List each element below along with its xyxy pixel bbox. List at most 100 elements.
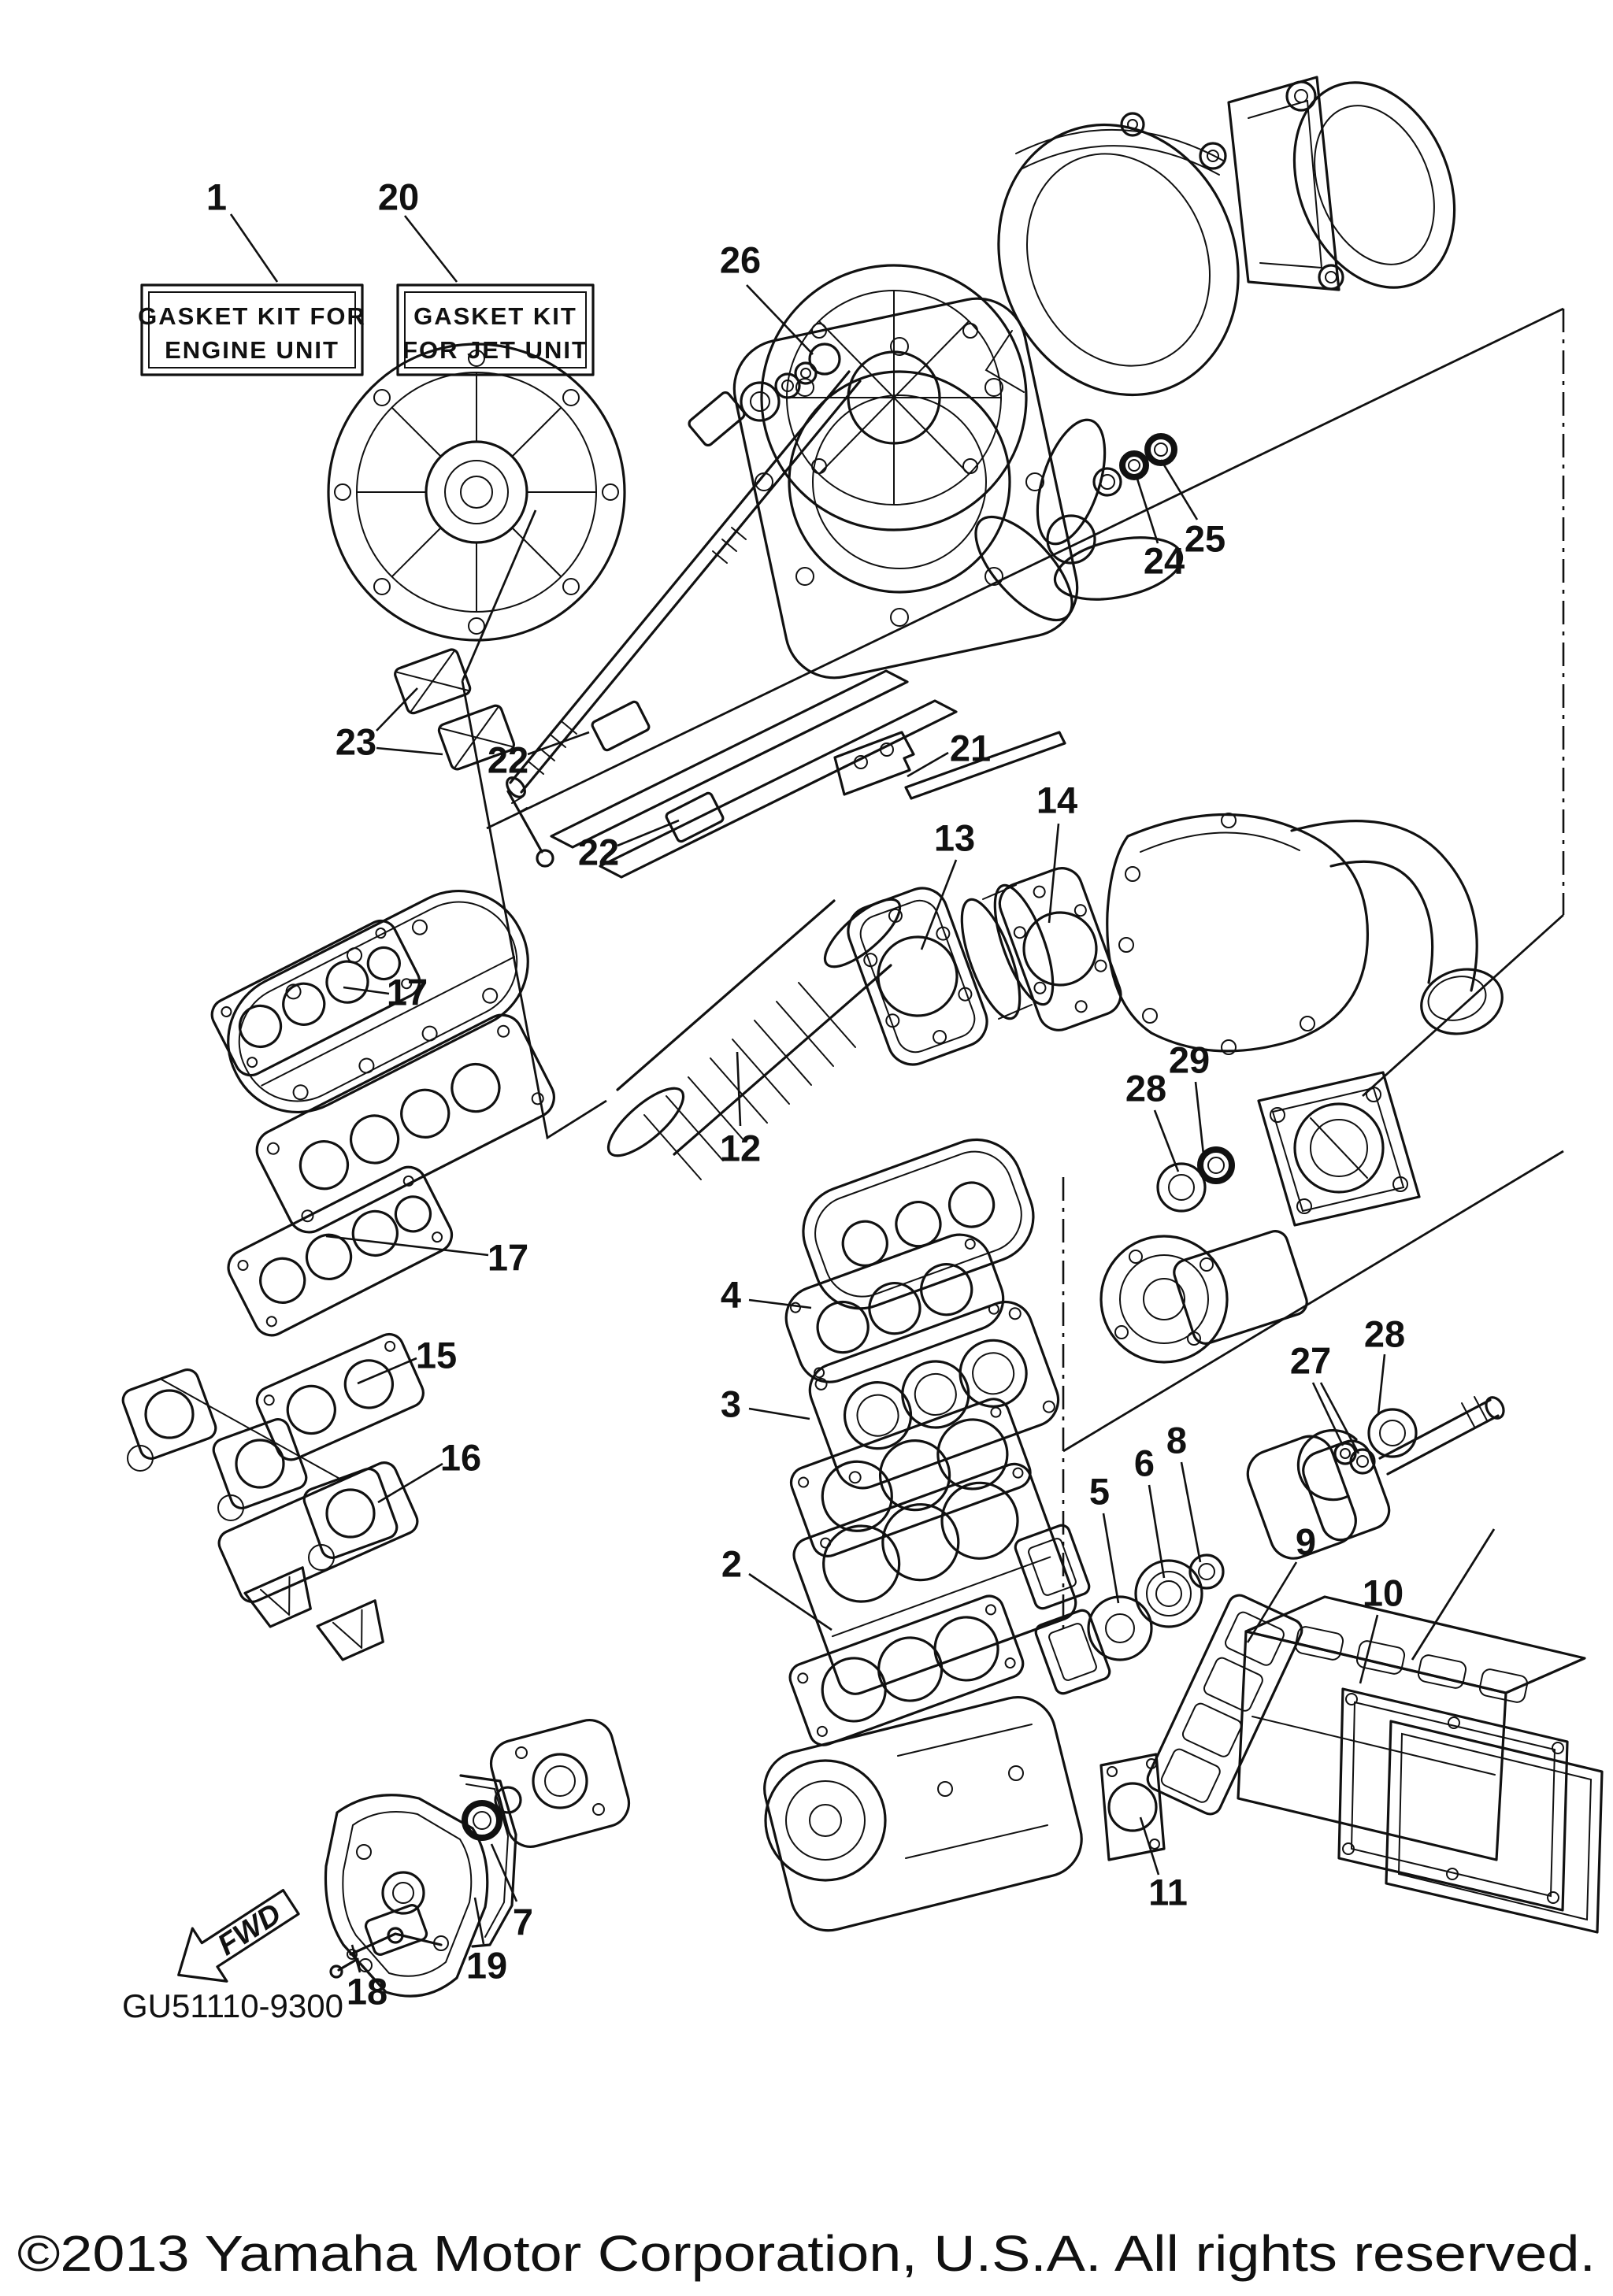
panel-borders (461, 307, 1565, 1661)
callout-17a-leader (343, 986, 390, 995)
engine-mount-drawing (550, 669, 1066, 879)
callout-17b-leader (325, 1235, 489, 1257)
crank-half-drawing (489, 1719, 631, 1848)
callout-10-leader (1359, 1614, 1379, 1684)
callout-7-leader (490, 1843, 518, 1902)
carburetor-bank-drawing (121, 1368, 399, 1571)
callout-8-label: 8 (1166, 1420, 1187, 1461)
head-cover-gasket-4-drawing (784, 1233, 1005, 1383)
mount-bracket (833, 731, 915, 796)
callout-24-label: 24 (1144, 540, 1185, 582)
exhaust-spacer-pipe-drawing (960, 883, 1055, 1020)
fwd-arrow-label: FWD (212, 1898, 287, 1962)
callout-19-label: 19 (466, 1945, 507, 1987)
pump-housing-drawing (327, 343, 626, 642)
callout-21-leader (907, 751, 949, 778)
callout-11-leader (1139, 1816, 1160, 1876)
exhaust-manifold-drawing (1237, 1595, 1586, 1861)
callout-17b-label: 17 (488, 1237, 528, 1279)
callout-4-leader (748, 1298, 812, 1309)
callout-13-label: 13 (934, 817, 975, 859)
callout-14-leader (1048, 823, 1060, 924)
jet-nozzle-drawing (1227, 76, 1456, 291)
intake-manifold-drawing (255, 1013, 555, 1234)
callout-20-label: 20 (378, 176, 419, 218)
exhaust-flex-hose-drawing (606, 898, 902, 1180)
callout-19-leader (473, 1897, 485, 1945)
callout-11-label: 11 (1148, 1872, 1188, 1913)
callout-29-leader (1194, 1081, 1205, 1155)
manifold-cover-drawing (1385, 1720, 1604, 1934)
callout-13-leader (920, 859, 958, 950)
callout-3-label: 3 (721, 1383, 741, 1425)
callout-12-leader (736, 1051, 742, 1127)
flange-plate-drawing (1257, 1071, 1421, 1227)
jet-kit-line2: FOR JET UNIT (402, 336, 588, 364)
intake-duct-drawing (984, 112, 1240, 397)
callout-25-label: 25 (1185, 518, 1226, 560)
callout-6-leader (1148, 1484, 1166, 1579)
callout-10-label: 10 (1363, 1572, 1403, 1614)
callout-15-label: 15 (416, 1335, 457, 1376)
diagram-code: GU51110-9300 (122, 1987, 343, 2024)
base-gasket-2-drawing (788, 1594, 1025, 1746)
callout-8-leader (1180, 1461, 1202, 1563)
callout-15-leader (357, 1357, 417, 1385)
callout-12-label: 12 (720, 1128, 761, 1169)
head-gasket-3-drawing (789, 1398, 1032, 1557)
callout-27-label: 27 (1290, 1340, 1331, 1382)
callout-28b-label: 28 (1364, 1313, 1405, 1355)
callout-23-leader-1 (376, 687, 418, 731)
impeller-drawing (974, 418, 1184, 622)
cylinder-block-drawing (792, 1462, 1111, 1695)
callout-22b-leader (617, 819, 680, 847)
callout-23-leader-2 (376, 746, 443, 756)
callout-1-label: 1 (206, 176, 227, 218)
bearing-28a-seal-29-drawing (1156, 1146, 1235, 1213)
callout-18-label: 18 (347, 1971, 387, 2013)
callout-6-label: 6 (1134, 1442, 1155, 1484)
callout-16-label: 16 (440, 1437, 481, 1479)
callout-1-leader (229, 213, 279, 283)
callout-16-leader (377, 1462, 443, 1504)
manifold-gasket-9-drawing (1146, 1594, 1303, 1816)
crankcase-drawing (763, 1695, 1083, 1932)
callout-4-label: 4 (721, 1274, 741, 1316)
head-cover-drawing (802, 1138, 1035, 1310)
callout-28b-leader (1377, 1354, 1386, 1415)
carb-gasket-15-drawing (255, 1332, 425, 1461)
gasket-kit-engine-label: GASKET KIT FOR ENGINE UNIT (138, 283, 366, 376)
callout-7-label: 7 (513, 1902, 533, 1943)
callout-28a-leader (1153, 1109, 1180, 1172)
washers-5-6-8-drawing (1087, 1554, 1225, 1661)
o-ring-26 (808, 343, 841, 376)
engine-kit-line2: ENGINE UNIT (165, 336, 339, 364)
callout-25-leader (1159, 459, 1199, 520)
oil-pump-18-drawing (329, 1904, 443, 1979)
exhaust-gasket-14-drawing (998, 867, 1122, 1031)
cover-gasket-10-drawing (1337, 1687, 1569, 1912)
mount-shim-21 (904, 731, 1066, 800)
gasket-11-drawing (1099, 1753, 1166, 1861)
callout-2-leader (748, 1572, 832, 1631)
callout-27-leader-1 (1311, 1382, 1344, 1446)
callout-22a-leader (527, 731, 590, 756)
callout-20-leader (403, 215, 458, 283)
callout-28a-label: 28 (1125, 1068, 1166, 1109)
damper-block-22a (591, 700, 651, 752)
callout-5-label: 5 (1089, 1471, 1110, 1513)
callout-24-leader (1134, 473, 1159, 544)
engine-kit-line1: GASKET KIT FOR (138, 302, 366, 330)
callout-9-leader (1246, 1561, 1298, 1643)
impeller-housing-drawing (760, 264, 1028, 531)
callout-2-label: 2 (721, 1543, 742, 1585)
air-silencer-drawing (227, 889, 529, 1114)
gasket-kit-jet-label: GASKET KIT FOR JET UNIT (396, 283, 595, 376)
damper-block-22b (665, 791, 725, 843)
callout-5-leader (1102, 1513, 1120, 1604)
callout-18-leader (350, 1944, 362, 1973)
jet-kit-line1: GASKET KIT (413, 302, 577, 330)
callout-23-label: 23 (336, 721, 376, 763)
